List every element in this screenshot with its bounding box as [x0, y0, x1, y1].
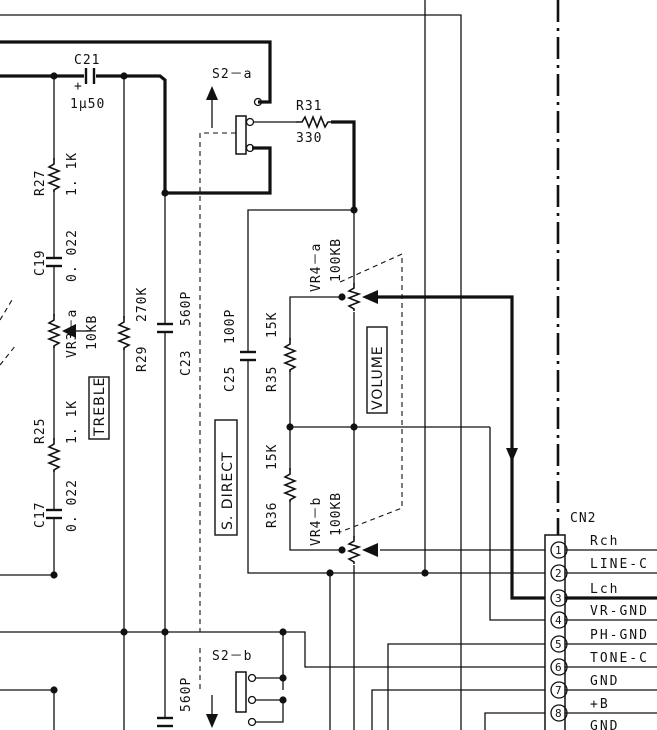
r36-value: 15K — [265, 444, 280, 470]
r27-ref: R27 — [33, 170, 48, 196]
s-direct-box-label: S. DIRECT — [220, 451, 236, 530]
vr4a-ref: VR4－a — [309, 243, 324, 292]
pin-2-label: LINE-C — [590, 557, 649, 572]
rotated-labels: R27 1. 1K C19 0. 022 VR3－a 10KB TREBLE R… — [33, 152, 386, 712]
c21-capacitor-symbol — [84, 68, 96, 84]
junction-dots — [50, 72, 429, 704]
c19-ref: C19 — [33, 250, 48, 276]
r35-ref: R35 — [265, 366, 280, 392]
pin-3-num: 3 — [555, 592, 562, 605]
s2a-switch-symbol — [235, 97, 296, 155]
pin-8-label: +B — [590, 697, 610, 712]
cn2-connector-body — [544, 534, 568, 730]
wiper-arrows — [62, 86, 518, 728]
r35-value: 15K — [265, 312, 280, 338]
pin-8-num: 8 — [555, 707, 562, 720]
pin-4-label: VR-GND — [590, 604, 649, 619]
r25-ref: R25 — [33, 418, 48, 444]
pin-3-label: Lch — [590, 582, 619, 597]
label-boxes — [88, 326, 388, 536]
cn2-pin-labels: Rch LINE-C Lch VR-GND PH-GND TONE-C GND … — [590, 534, 649, 730]
cn2-pin-numbers: 1 2 3 4 5 6 7 8 — [555, 544, 562, 720]
r25-value: 1. 1K — [65, 400, 80, 444]
pin-6-num: 6 — [555, 661, 562, 674]
cn2-ref: CN2 — [570, 511, 596, 526]
vr4b-value: 100KB — [329, 492, 344, 536]
c23-value: 560P — [179, 291, 194, 326]
c21-value: 1µ50 — [70, 97, 105, 112]
pin-6-label: TONE-C — [590, 651, 649, 666]
horizontal-labels: C21 + 1µ50 S2－a R31 330 S2－b CN2 — [70, 53, 596, 664]
pin-4-num: 4 — [555, 614, 562, 627]
c21-ref: C21 — [74, 53, 100, 68]
resistor-symbols — [46, 114, 362, 565]
s2b-switch-symbol — [235, 671, 257, 727]
volume-box-label: VOLUME — [370, 345, 386, 410]
c19-value: 0. 022 — [65, 229, 80, 282]
treble-box-label: TREBLE — [92, 377, 108, 437]
pin-1-label: Rch — [590, 534, 619, 549]
c17-value: 0. 022 — [65, 479, 80, 532]
pin-5-label: PH-GND — [590, 628, 649, 643]
c25-value: 100P — [223, 309, 238, 344]
c23-ref: C23 — [179, 350, 194, 376]
vr4a-value: 100KB — [329, 238, 344, 282]
r29-ref: R29 — [135, 346, 150, 372]
c21-polarity: + — [74, 79, 83, 94]
r29-value: 270K — [135, 287, 150, 322]
r36-ref: R36 — [265, 502, 280, 528]
s2a-label: S2－a — [212, 67, 252, 82]
pin-9-label: GND — [590, 719, 619, 730]
vertical-capacitor-symbols — [46, 256, 256, 728]
pin-2-num: 2 — [555, 567, 562, 580]
pin-7-num: 7 — [555, 684, 562, 697]
pin-5-num: 5 — [555, 638, 562, 651]
dashed-links — [0, 132, 403, 690]
r31-ref: R31 — [296, 99, 322, 114]
pin-7-label: GND — [590, 674, 619, 689]
vr4b-ref: VR4－b — [309, 497, 324, 546]
vr3a-ref: VR3－a — [65, 309, 80, 358]
vr3a-value: 10KB — [85, 315, 100, 350]
lower-cap-value: 560P — [179, 677, 194, 712]
c17-ref: C17 — [33, 502, 48, 528]
pin-1-num: 1 — [555, 544, 562, 557]
c25-ref: C25 — [223, 366, 238, 392]
r27-value: 1. 1K — [65, 152, 80, 196]
r31-value: 330 — [296, 131, 322, 146]
s2b-label: S2－b — [212, 649, 252, 664]
